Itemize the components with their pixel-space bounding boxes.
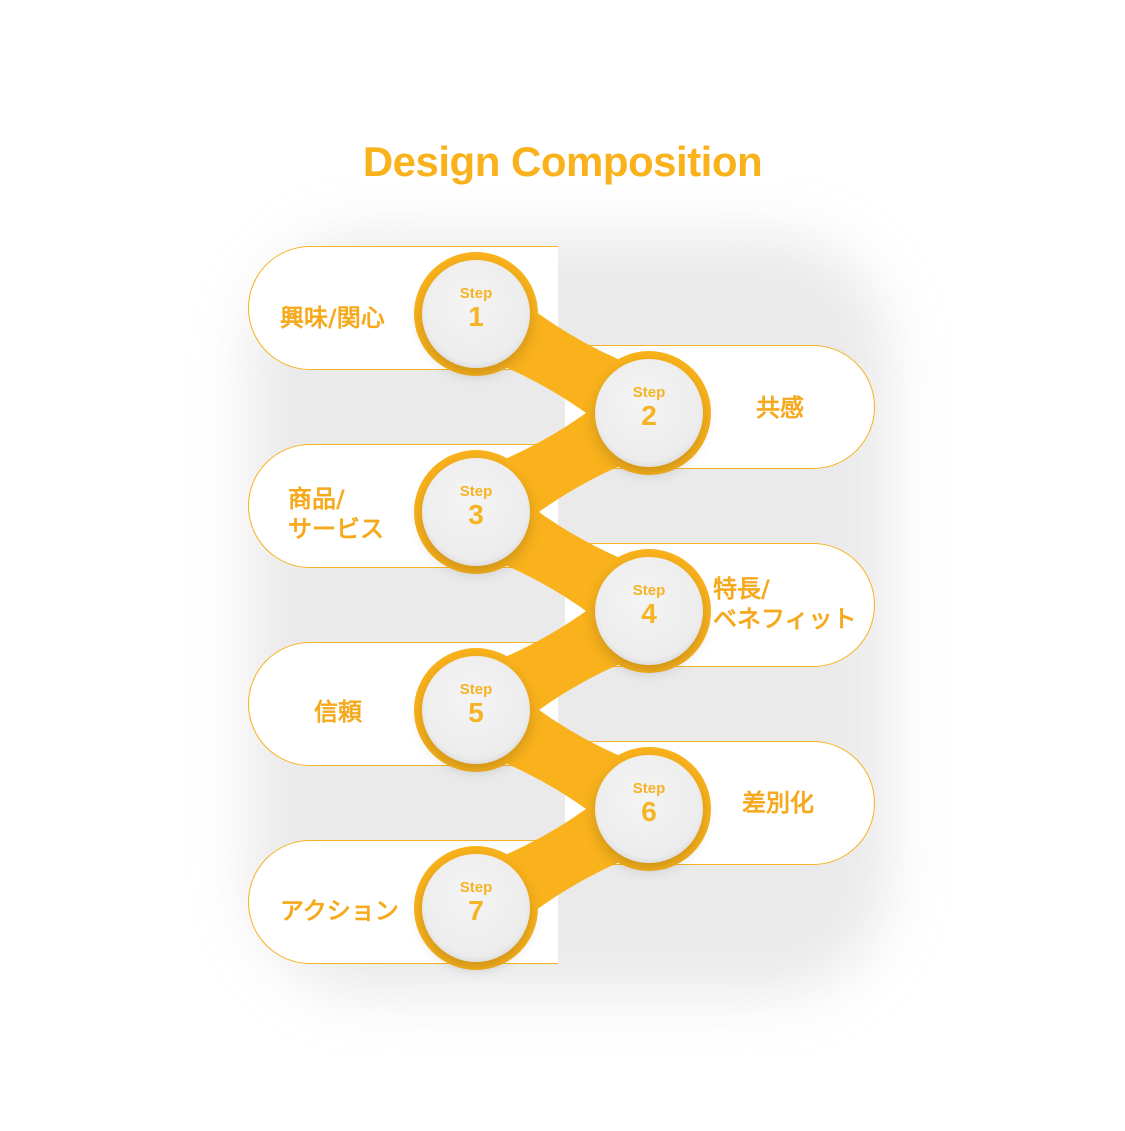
step-4-word: Step [632,582,666,599]
step-1-number: 1 [468,301,484,332]
step-3-label: 商品/サービス [288,485,384,543]
step-3-circle: Step 3 [422,458,530,566]
step-2-number: 2 [641,400,657,431]
step-2-word: Step [632,384,666,401]
step-2-label: 共感 [756,394,804,422]
step-5-circle: Step 5 [422,656,530,764]
step-6-label: 差別化 [742,789,814,817]
step-3-number: 3 [468,499,484,530]
step-1-word: Step [459,285,493,302]
step-4-number: 4 [641,598,657,629]
step-2-circle: Step 2 [595,359,703,467]
step-6-circle: Step 6 [595,755,703,863]
step-6-number: 6 [641,796,657,827]
step-4-circle: Step 4 [595,557,703,665]
step-1-circle: Step 1 [422,260,530,368]
step-7-word: Step [459,879,493,896]
step-7-label: アクション [280,897,399,925]
step-5-label: 信頼 [314,698,362,726]
step-3-word: Step [459,483,493,500]
step-5-number: 5 [468,697,484,728]
step-4-label: 特長/ベネフィット [713,575,857,633]
step-1-label: 興味/関心 [280,304,385,332]
step-5-word: Step [459,681,493,698]
step-7-number: 7 [468,895,484,926]
page-title: Design Composition [362,138,763,185]
step-7-circle: Step 7 [422,854,530,962]
step-6-word: Step [632,780,666,797]
